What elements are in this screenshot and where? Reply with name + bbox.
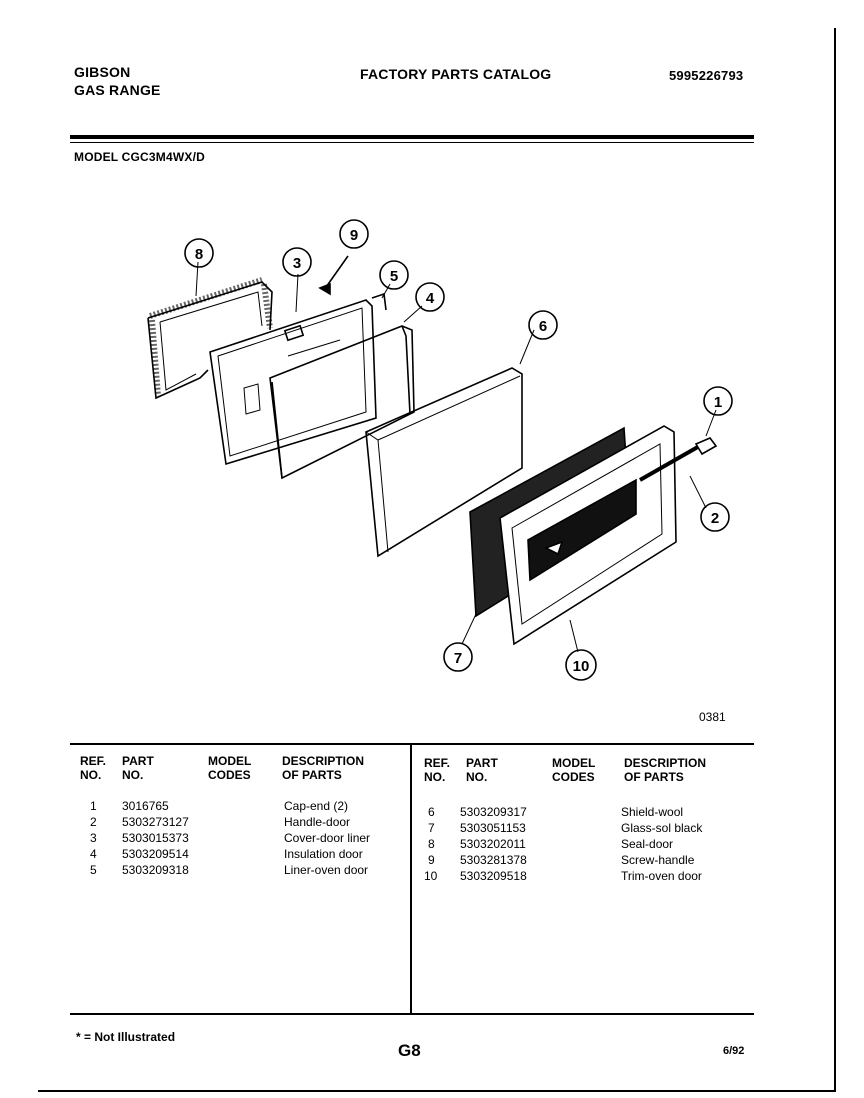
part-description: Cap-end (2) (284, 799, 349, 813)
callout-circle (379, 260, 409, 290)
catalog-title: FACTORY PARTS CATALOG (360, 66, 552, 82)
header-part-no: PART NO. (122, 754, 154, 782)
product-name: GAS RANGE (74, 82, 161, 98)
part-handle-door (639, 437, 718, 482)
ref-no: 2 (90, 815, 97, 829)
part-shield-wool (365, 367, 523, 558)
callout-label: 1 (714, 394, 722, 411)
ref-no: 10 (424, 869, 438, 883)
header-model-codes: MODEL CODES (552, 756, 596, 784)
callout-circle (282, 247, 312, 277)
part-description: Handle-door (284, 815, 351, 829)
header-ref-no: REF. NO. (80, 754, 107, 782)
header-model-codes: MODEL CODES (208, 754, 252, 782)
ref-no: 9 (428, 853, 435, 867)
callout-circle (443, 642, 473, 672)
header-description: DESCRIPTION OF PARTS (282, 754, 365, 782)
ref-no: 4 (90, 847, 97, 861)
part-description: Glass-sol black (621, 821, 703, 835)
callout-circle (415, 282, 445, 312)
callout-circle (528, 310, 558, 340)
callout-circle (565, 649, 597, 681)
part-no: 5303273127 (122, 815, 189, 829)
callout-label: 4 (426, 290, 435, 307)
table-column-divider (410, 743, 412, 1015)
diagram-code: 0381 (699, 710, 726, 724)
ref-no: 8 (428, 837, 435, 851)
part-insulation-door (269, 325, 415, 480)
callout-circle (339, 219, 369, 249)
callout-label: 6 (539, 318, 547, 335)
header-ref-no: REF. NO. (424, 756, 451, 784)
part-no: 5303202011 (460, 837, 526, 851)
ref-no: 7 (428, 821, 435, 835)
callout-label: 2 (711, 510, 719, 527)
part-description: Liner-oven door (284, 863, 369, 877)
part-no: 5303209317 (460, 805, 527, 819)
part-trim-oven-door (499, 425, 677, 646)
not-illustrated-note: * = Not Illustrated (76, 1030, 176, 1044)
part-description: Shield-wool (621, 805, 684, 819)
callout-circle (703, 386, 733, 416)
part-no: 5303209518 (460, 869, 527, 883)
callout-circle (184, 238, 214, 268)
ref-no: 3 (90, 831, 97, 845)
part-no: 5303209514 (122, 847, 189, 861)
table-top-rule (70, 743, 754, 745)
catalog-number: 5995226793 (669, 68, 744, 83)
callout-label: 9 (350, 227, 358, 244)
header-divider (70, 135, 754, 139)
part-screw-handle (318, 255, 349, 296)
part-no: 5303015373 (122, 831, 189, 845)
part-no: 5303281378 (460, 853, 527, 867)
part-cover-door-liner (209, 299, 377, 466)
part-seal-door (147, 277, 273, 400)
callout-label: 10 (573, 658, 590, 675)
header-description: DESCRIPTION OF PARTS (624, 756, 707, 784)
header-part-no: PART NO. (466, 756, 498, 784)
model-label: MODEL CGC3M4WX/D (74, 150, 205, 164)
header-divider-thin (70, 142, 754, 143)
callout-label: 5 (390, 268, 398, 285)
callout-label: 7 (454, 650, 462, 667)
part-no: 5303051153 (460, 821, 526, 835)
callout-label: 8 (195, 246, 203, 263)
page-number: G8 (398, 1041, 421, 1060)
revision-date: 6/92 (723, 1045, 745, 1057)
ref-no: 1 (90, 799, 97, 813)
brand-name: GIBSON (74, 64, 131, 80)
part-description: Insulation door (284, 847, 363, 861)
table-bottom-rule (70, 1013, 754, 1015)
callout-label: 3 (293, 255, 301, 272)
part-no: 5303209318 (122, 863, 189, 877)
part-liner-oven-door (371, 292, 387, 311)
callout-circle (700, 502, 730, 532)
ref-no: 5 (90, 863, 97, 877)
ref-no: 6 (428, 805, 435, 819)
part-description: Seal-door (621, 837, 674, 851)
part-description: Screw-handle (621, 853, 695, 867)
catalog-sheet-border (38, 28, 836, 1092)
part-description: Cover-door liner (284, 831, 371, 845)
part-description: Trim-oven door (621, 869, 702, 883)
part-no: 3016765 (122, 799, 169, 813)
